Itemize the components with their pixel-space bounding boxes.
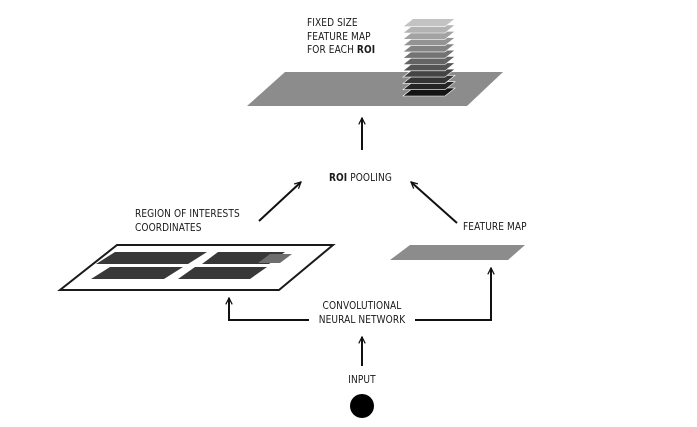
roi-feature-map-stack	[402, 18, 456, 97]
roi-bold-text: ROI	[356, 44, 376, 56]
fixed-size-feature-map-label: FIXED SIZE FEATURE MAP FOR EACH ROI	[307, 17, 375, 58]
roi-box-top-left	[96, 252, 207, 264]
region-line-1: REGION OF INTERESTS	[135, 208, 240, 220]
cnn-line-2: NEURAL NETWORK	[318, 313, 406, 326]
input-node	[350, 394, 374, 418]
roi-box-bottom-right	[178, 267, 267, 279]
feature-map-plane	[390, 245, 525, 260]
roi-box-bottom-left	[91, 267, 183, 279]
arrow-cnn-to-region	[229, 298, 309, 321]
fixed-size-line: FIXED SIZE	[307, 17, 358, 29]
roi-pooling-bold-text: ROI	[329, 172, 348, 184]
cnn-label: CONVOLUTIONAL NEURAL NETWORK	[302, 300, 422, 327]
for-each-roi-line: FOR EACH ROI	[307, 44, 375, 58]
arrow-region-to-roi-pooling	[258, 182, 301, 222]
roi-pooling-label: ROI POOLING	[329, 172, 392, 186]
region-line-2: COORDINATES	[135, 221, 202, 234]
feature-map-sheet	[402, 18, 456, 28]
feature-map-line: FEATURE MAP	[307, 30, 371, 43]
arrow-cnn-to-feature-map	[415, 268, 491, 321]
for-each-text: FOR EACH	[307, 44, 357, 56]
region-of-interests-label: REGION OF INTERESTS COORDINATES	[135, 208, 240, 235]
arrow-feature-map-to-roi-pooling	[411, 182, 458, 224]
cnn-line-1: CONVOLUTIONAL	[322, 300, 402, 312]
output-feature-plane	[247, 72, 503, 106]
input-label: INPUT	[348, 374, 376, 386]
feature-map-label: FEATURE MAP	[463, 221, 527, 233]
roi-box-small	[258, 254, 292, 263]
roi-pooling-text: POOLING	[347, 172, 392, 184]
